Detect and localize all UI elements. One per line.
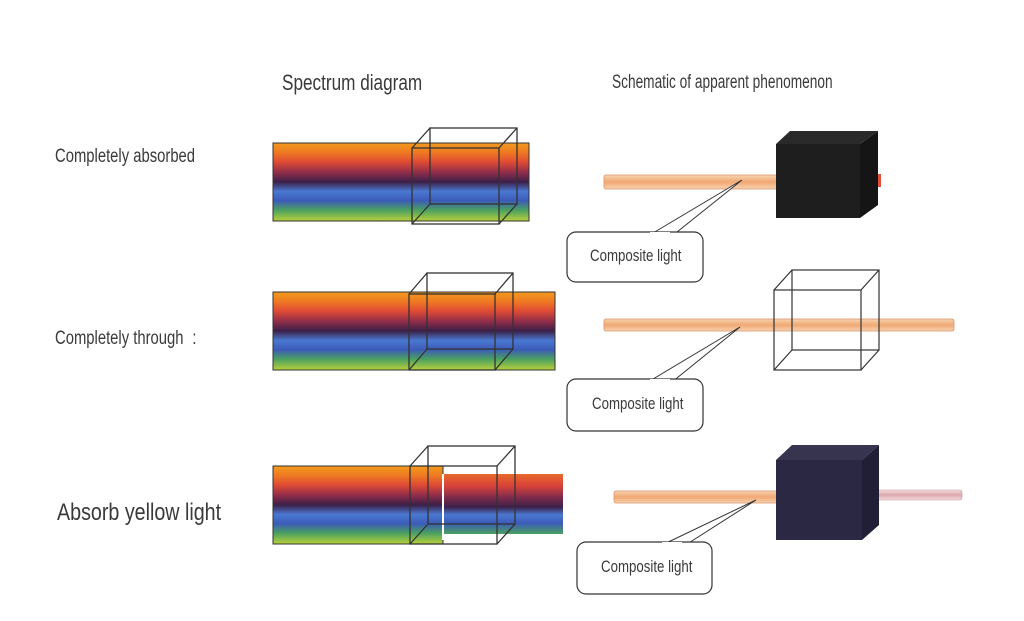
solid-cube — [776, 131, 878, 218]
exit-beam — [871, 489, 963, 501]
callout-pointer — [647, 179, 743, 237]
callout-pointer — [659, 499, 757, 547]
callout-label-row2: Composite light — [592, 394, 684, 413]
light-beam — [603, 318, 955, 332]
callout-pointer — [647, 326, 741, 383]
light-beam — [603, 174, 781, 190]
spectrum-absorb-yellow — [272, 445, 563, 545]
cube-outline — [411, 127, 518, 225]
transparent-cube — [773, 269, 880, 371]
callout-box — [566, 231, 704, 283]
callout-label-row3: Composite light — [601, 557, 693, 576]
row-label-text: Completely through — [55, 328, 184, 349]
row-label-suffix: : — [192, 328, 197, 349]
row-label-completely-absorbed: Completely absorbed — [55, 146, 196, 167]
header-spectrum-diagram: Spectrum diagram — [282, 70, 423, 95]
callout-box — [576, 541, 713, 595]
light-beam — [613, 490, 781, 504]
tinted-cube — [776, 445, 879, 540]
schematic-completely-absorbed — [566, 131, 881, 283]
callout-box — [566, 378, 704, 432]
row-label-absorb-yellow: Absorb yellow light — [57, 499, 222, 526]
cube-outline — [408, 272, 514, 371]
schematic-absorb-yellow — [576, 445, 963, 595]
spectrum-completely-absorbed — [272, 127, 530, 225]
header-schematic: Schematic of apparent phenomenon — [612, 72, 833, 93]
cube-outline — [409, 445, 516, 545]
schematic-completely-through — [566, 269, 955, 432]
row-label-completely-through: Completely through : — [55, 328, 196, 350]
callout-label-row1: Composite light — [590, 246, 682, 265]
spectrum-completely-through — [272, 272, 556, 371]
